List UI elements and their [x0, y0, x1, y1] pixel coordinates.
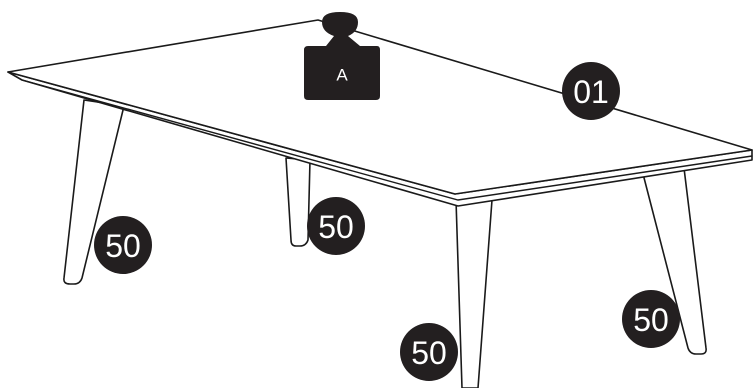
- weight-icon: A: [304, 12, 380, 100]
- badge-leg-front-left: 50: [94, 216, 152, 274]
- leg-front-left: [63, 99, 125, 285]
- tabletop: [7, 19, 753, 207]
- leg-front-center: [455, 199, 493, 388]
- leg-back-middle: [285, 157, 311, 247]
- badge-leg-front-left-label: 50: [105, 228, 141, 264]
- badge-leg-right: 50: [622, 290, 680, 348]
- badge-leg-right-label: 50: [633, 302, 669, 338]
- badge-leg-back-middle: 50: [307, 197, 365, 255]
- badge-leg-front-center-label: 50: [411, 335, 447, 371]
- leg-right: [641, 167, 707, 355]
- badge-leg-front-center: 50: [400, 323, 458, 381]
- badge-tabletop-label: 01: [573, 74, 609, 110]
- badge-tabletop: 01: [562, 62, 620, 120]
- badge-leg-back-middle-label: 50: [318, 209, 354, 245]
- weight-label: A: [336, 66, 348, 85]
